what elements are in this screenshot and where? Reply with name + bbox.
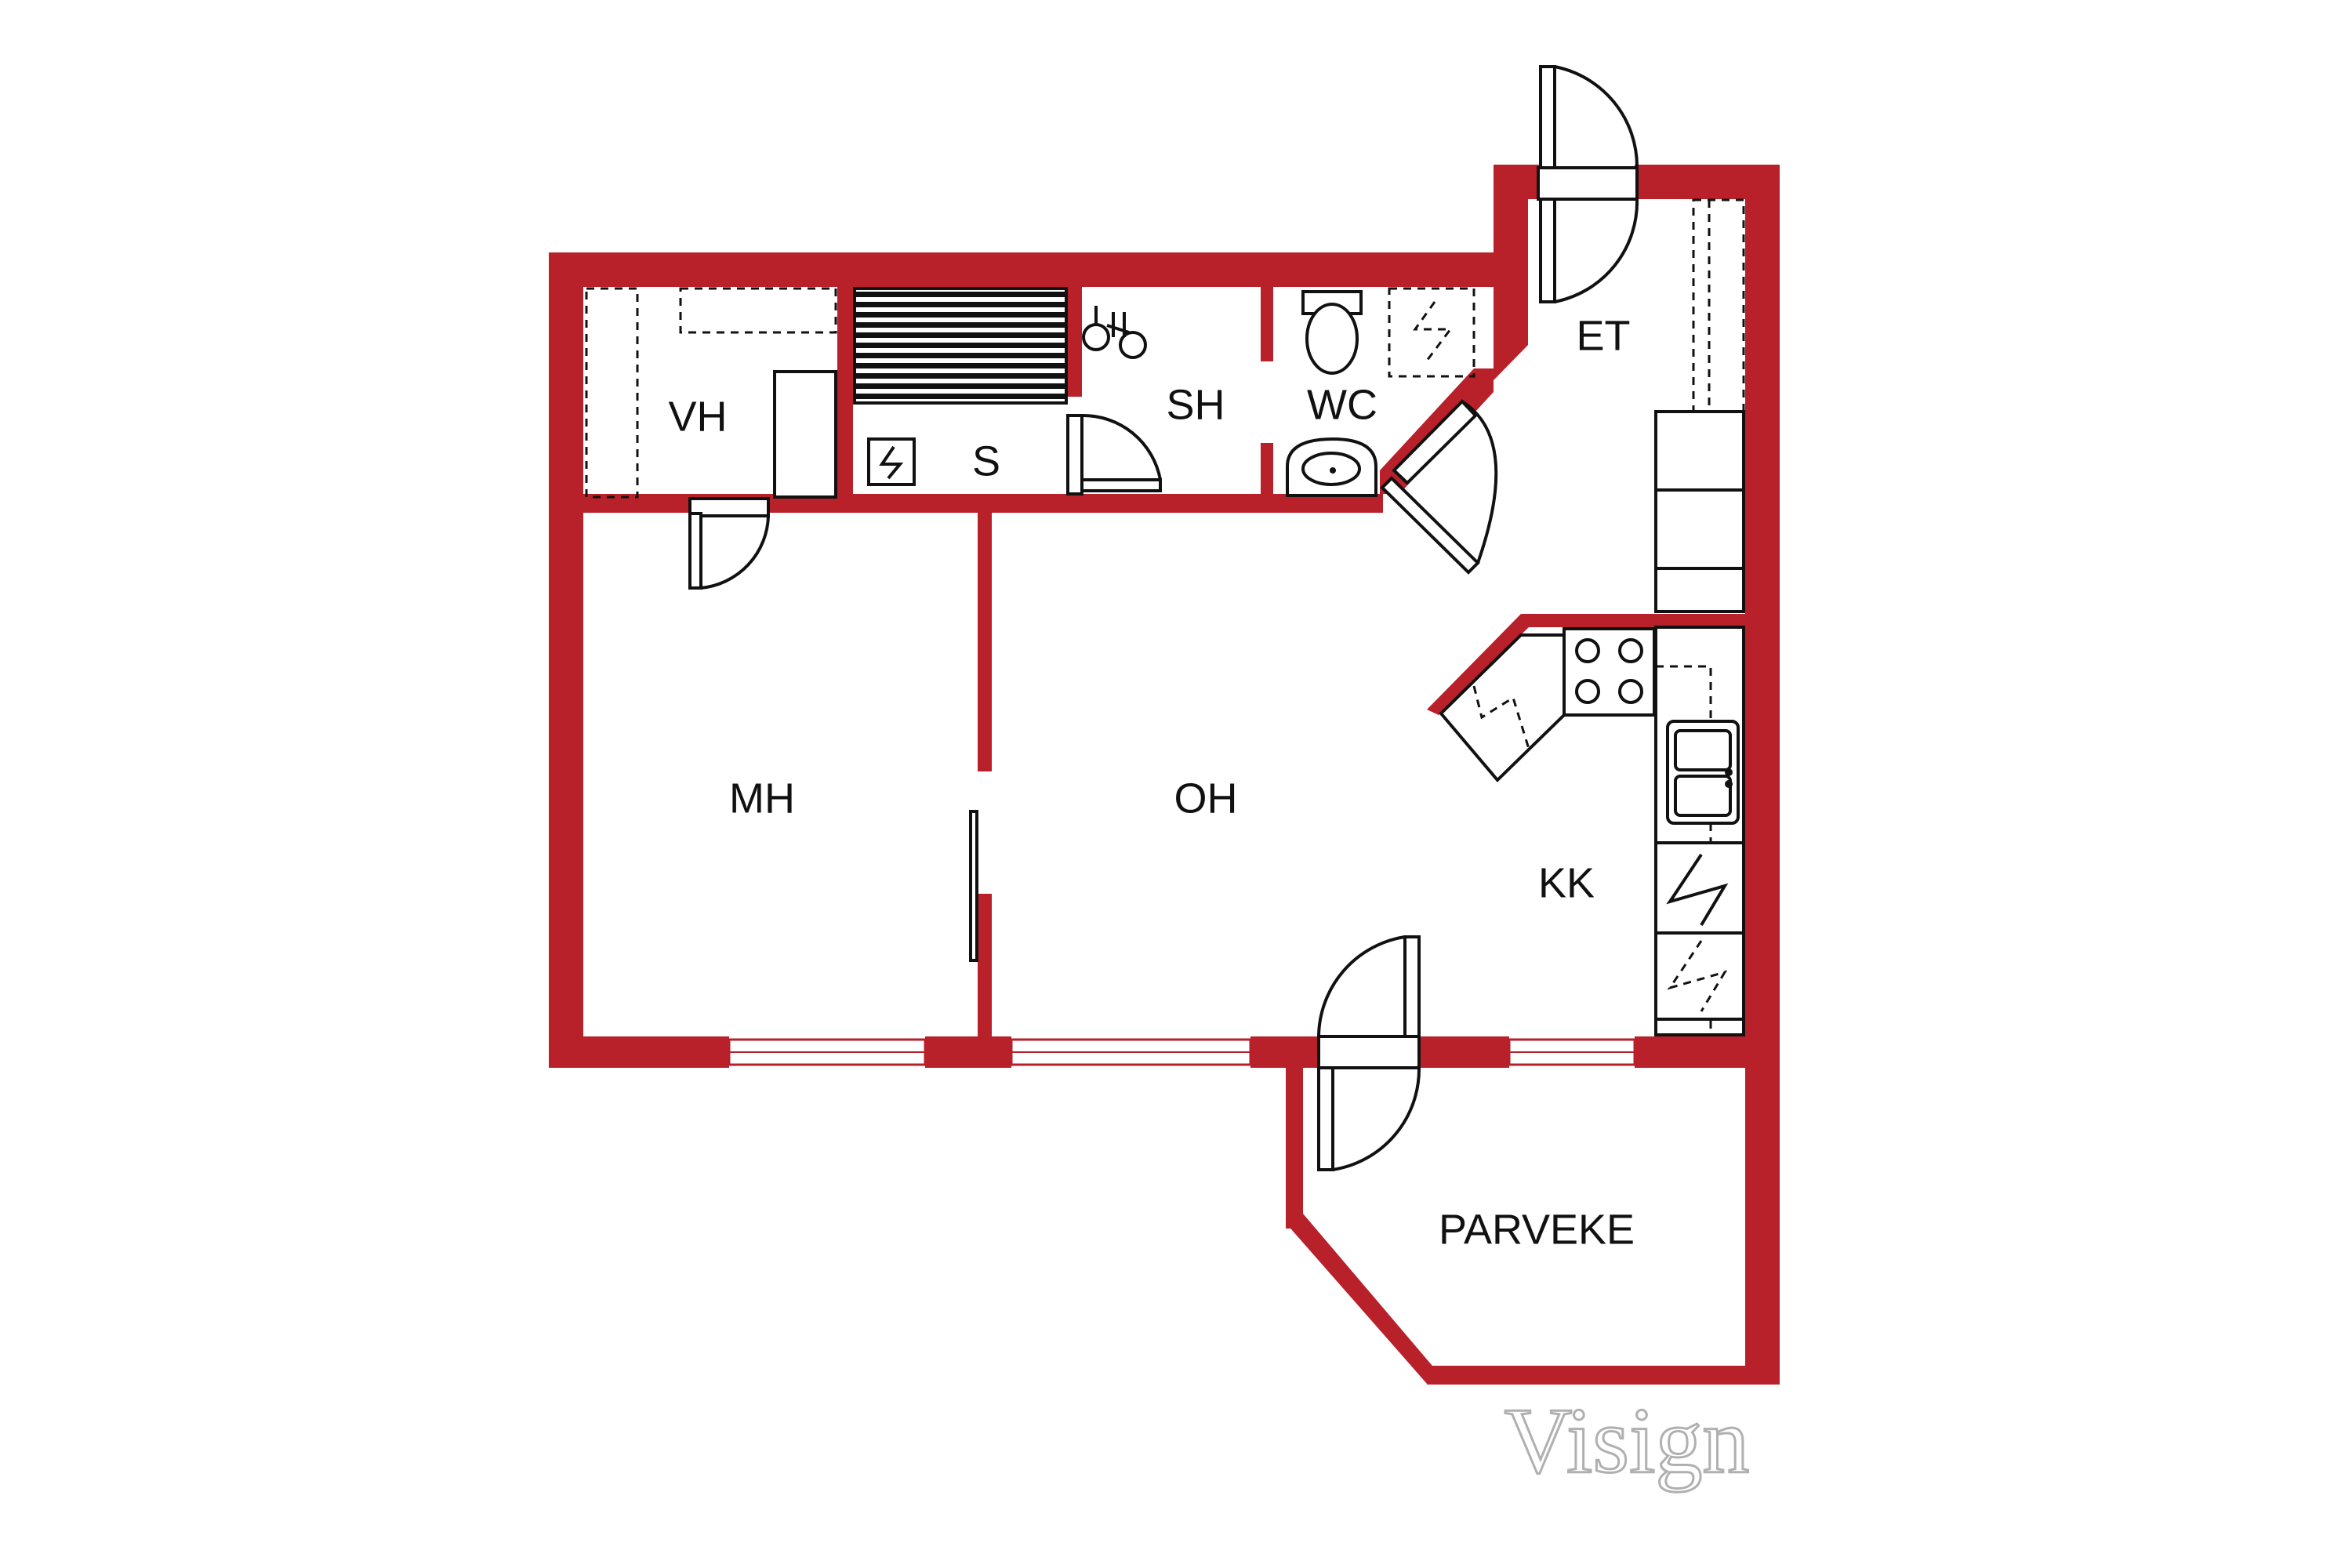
wall-balcony-left [1286, 1068, 1303, 1229]
door-mh-sliding [969, 810, 978, 962]
bench-slat [856, 353, 1065, 358]
wall-balcony-diagonal [1286, 1214, 1436, 1384]
room-label-sh: SH [1166, 381, 1225, 428]
room-labels: VH S SH WC ET MH OH KK PARVEKE [668, 312, 1635, 1253]
wall-mh-oh-top [978, 513, 992, 771]
door-balcony [1317, 935, 1421, 1171]
bench-slat [856, 363, 1065, 368]
et-cabinet-1 [1654, 410, 1745, 492]
et-cabinet-2 [1654, 488, 1745, 570]
room-label-s: S [972, 437, 1000, 485]
room-label-oh: OH [1174, 775, 1238, 822]
door-sh [1066, 413, 1162, 495]
wall-bottom-4 [1419, 1036, 1509, 1068]
washing-machine [1388, 287, 1475, 378]
freezer-symbol [1667, 940, 1728, 1012]
room-label-et: ET [1576, 312, 1630, 359]
wall-mh-oh-bottom [978, 894, 992, 1039]
wall-bottom-1 [549, 1036, 729, 1068]
door-vh [688, 497, 770, 590]
room-label-vh: VH [668, 393, 727, 440]
wall-balcony-bottom [1427, 1366, 1780, 1385]
vh-shelf-top [679, 287, 837, 334]
wall-left [549, 252, 583, 1068]
doors [688, 65, 1639, 1171]
bench-slat [856, 373, 1065, 379]
wall-bottom-5 [1635, 1036, 1780, 1068]
washbasin-icon [1286, 437, 1377, 497]
bench-slat [856, 332, 1065, 338]
wall-s-sh [1068, 287, 1082, 397]
et-cabinet-3 [1654, 567, 1745, 613]
bench-slat [856, 383, 1065, 389]
wall-bottom-3 [1250, 1036, 1317, 1068]
walls [549, 165, 1780, 1385]
windows [728, 1038, 1636, 1066]
sauna-heater-symbol [879, 445, 904, 480]
room-label-kk: KK [1538, 859, 1595, 906]
sauna-heater [867, 437, 916, 486]
bench-slats [856, 292, 1065, 399]
sauna-bench [853, 287, 1068, 405]
wall-sh-wc-bottom [1261, 443, 1273, 498]
wall-right [1745, 165, 1780, 1384]
vh-cabinet [773, 370, 837, 499]
bench-slat [856, 343, 1065, 348]
stove-icon [1563, 627, 1656, 717]
bench-slat [856, 292, 1065, 297]
room-label-parveke: PARVEKE [1439, 1206, 1635, 1253]
door-wc [1380, 399, 1498, 575]
fridge-symbol [1666, 853, 1729, 927]
wall-kitchen [1427, 614, 1745, 715]
room-label-mh: MH [729, 775, 795, 822]
bench-slat [856, 322, 1065, 328]
bench-slat [856, 312, 1065, 318]
sink-icon [1666, 720, 1740, 825]
washing-machine-symbol [1413, 301, 1453, 361]
wall-entry-diagonal [1494, 290, 1528, 380]
kitchen-corner-counter [1439, 633, 1566, 782]
kitchen-corner-symbol [1472, 685, 1530, 750]
wall-bottom-2 [925, 1036, 1011, 1068]
door-entrance [1537, 65, 1639, 303]
fixtures [585, 198, 1745, 1036]
vh-wardrobe-left [585, 287, 639, 499]
et-wardrobe [1692, 198, 1745, 413]
wall-top-entry-left [1494, 165, 1541, 199]
wall-sh-wc-top [1261, 287, 1273, 361]
wall-vh-s [837, 287, 853, 499]
bench-slat [856, 302, 1065, 307]
freezer [1654, 931, 1745, 1021]
logo-visign: Visign [1504, 1388, 1750, 1493]
bench-slat [856, 394, 1065, 399]
shower-icon [1082, 306, 1147, 359]
toilet-icon [1301, 290, 1363, 375]
wall-top [549, 252, 1525, 287]
room-label-wc: WC [1307, 381, 1377, 428]
